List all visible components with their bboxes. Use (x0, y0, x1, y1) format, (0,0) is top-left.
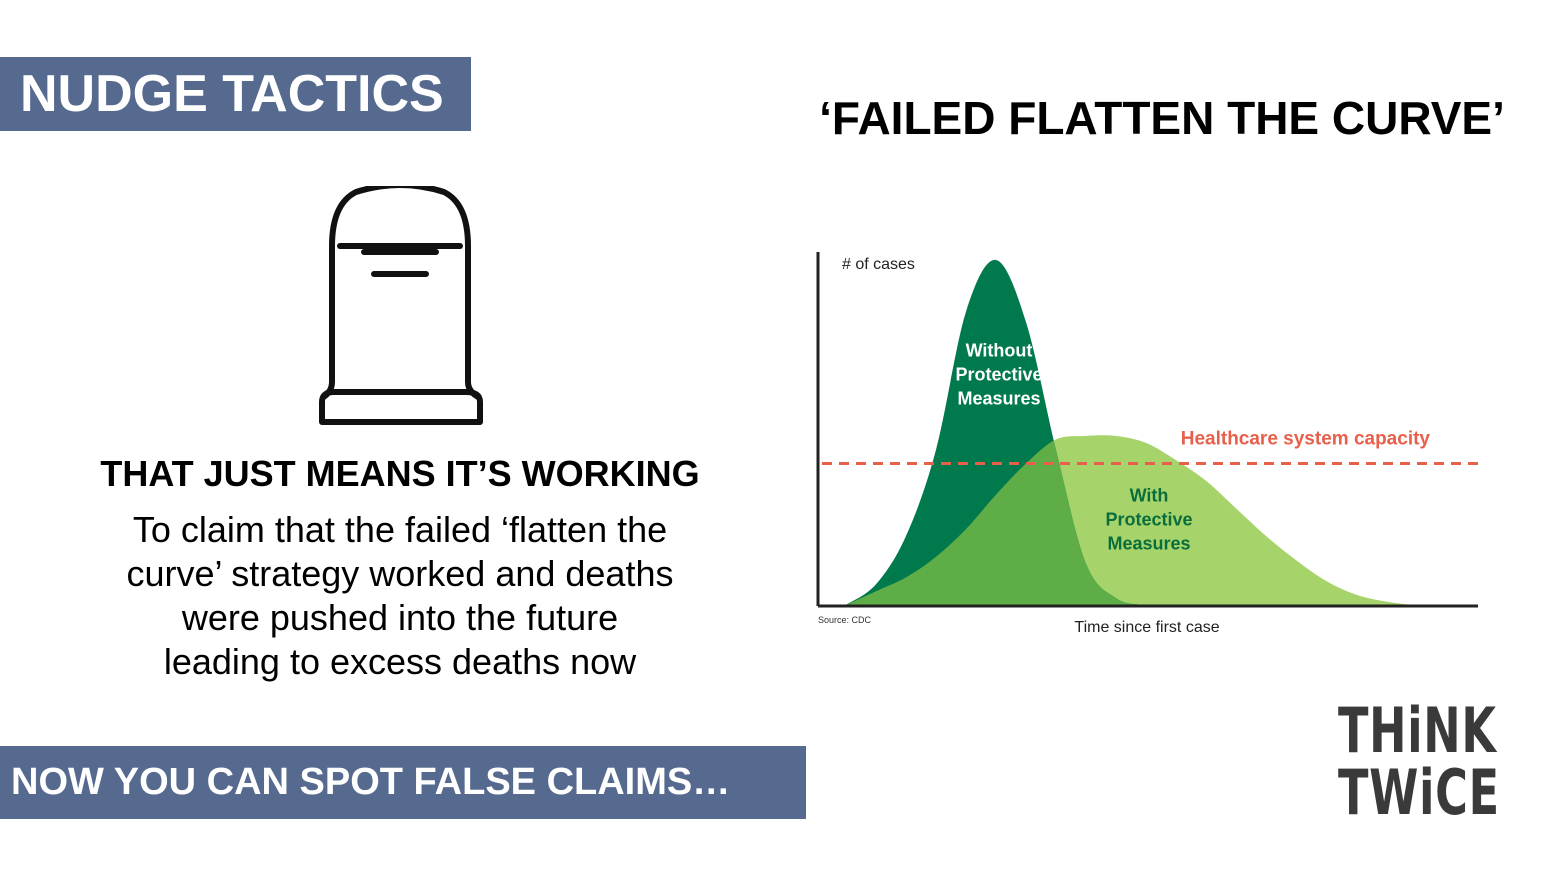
body-line: To claim that the failed ‘flatten the (132, 509, 668, 550)
with-measures-label: With (1130, 486, 1169, 506)
body-text: To claim that the failed ‘flatten the cu… (40, 508, 760, 684)
source-label: Source: CDC (818, 615, 872, 625)
body-line: curve’ strategy worked and deaths (126, 553, 674, 594)
nudge-tactics-banner: NUDGE TACTICS (0, 57, 471, 131)
without-measures-label: Measures (957, 389, 1040, 409)
y-axis-label: # of cases (842, 256, 915, 273)
subheading: THAT JUST MEANS IT’S WORKING (100, 453, 700, 494)
with-measures-label: Protective (1105, 510, 1192, 530)
without-measures-label: Without (966, 341, 1033, 361)
slide-title: ‘FAILED FLATTEN THE CURVE’ (819, 92, 1505, 144)
logo-line: TWiCE (1338, 756, 1500, 829)
x-axis-label: Time since first case (1074, 619, 1219, 636)
tombstone-icon (312, 182, 488, 433)
logo-line: THiNK (1338, 694, 1497, 767)
body-line: were pushed into the future (181, 597, 619, 638)
capacity-label: Healthcare system capacity (1181, 429, 1431, 450)
body-line: leading to excess deaths now (163, 641, 637, 682)
flatten-the-curve-chart: Healthcare system capacity # of cases Ti… (810, 240, 1500, 655)
with-measures-label: Measures (1107, 534, 1190, 554)
spot-false-claims-banner: NOW YOU CAN SPOT FALSE CLAIMS… (0, 746, 806, 819)
without-measures-label: Protective (955, 365, 1042, 385)
think-twice-logo: THiNK TWiCE (1338, 694, 1500, 829)
